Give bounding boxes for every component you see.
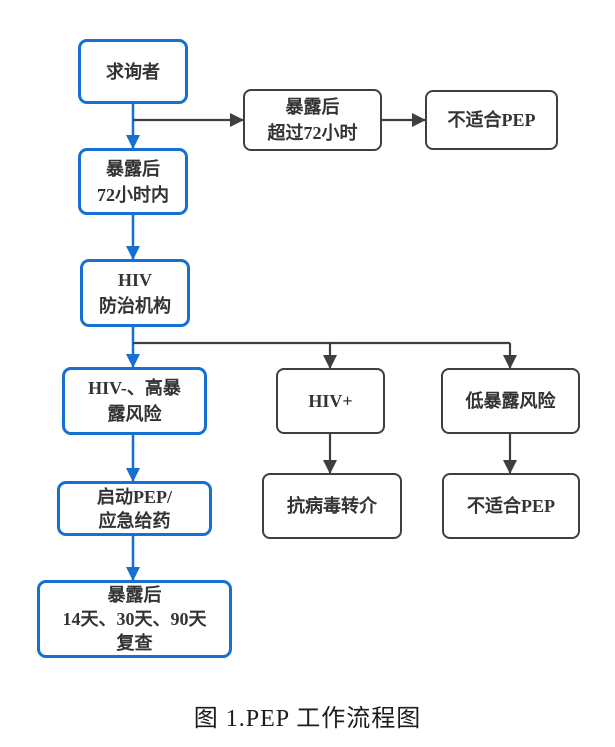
node-not-suitable-pep-bottom: 不适合PEP	[442, 473, 580, 539]
node-exposed-over-72h-label: 暴露后 超过72小时	[267, 97, 358, 143]
node-antiviral-referral: 抗病毒转介	[262, 473, 402, 539]
node-not-suitable-pep-bottom-label: 不适合PEP	[467, 496, 555, 516]
node-low-exposure-risk-label: 低暴露风险	[465, 391, 556, 411]
node-exposed-within-72h: 暴露后 72小时内	[78, 148, 188, 215]
node-not-suitable-pep-top-label: 不适合PEP	[447, 110, 536, 130]
node-seeker-label: 求询者	[106, 61, 160, 82]
node-exposed-over-72h: 暴露后 超过72小时	[243, 89, 382, 151]
node-hiv-positive: HIV+	[276, 368, 385, 434]
node-exposed-within-72h-label: 暴露后 72小时内	[97, 158, 169, 205]
node-hiv-agency: HIV 防治机构	[80, 259, 190, 327]
node-seeker: 求询者	[78, 39, 188, 104]
node-hiv-agency-label: HIV 防治机构	[99, 270, 171, 316]
node-not-suitable-pep-top: 不适合PEP	[425, 90, 558, 150]
node-followup-label: 暴露后 14天、30天、90天 复查	[62, 585, 207, 653]
node-start-pep-label: 启动PEP/ 应急给药	[97, 486, 172, 531]
node-antiviral-referral-label: 抗病毒转介	[287, 496, 377, 516]
node-followup: 暴露后 14天、30天、90天 复查	[37, 580, 232, 658]
node-hiv-negative-high-risk: HIV-、高暴 露风险	[62, 367, 207, 435]
node-low-exposure-risk: 低暴露风险	[441, 368, 580, 434]
node-hiv-negative-high-risk-label: HIV-、高暴 露风险	[88, 378, 181, 424]
figure-caption: 图 1.PEP 工作流程图	[193, 706, 422, 732]
node-hiv-positive-label: HIV+	[308, 391, 353, 411]
node-start-pep: 启动PEP/ 应急给药	[57, 481, 212, 536]
